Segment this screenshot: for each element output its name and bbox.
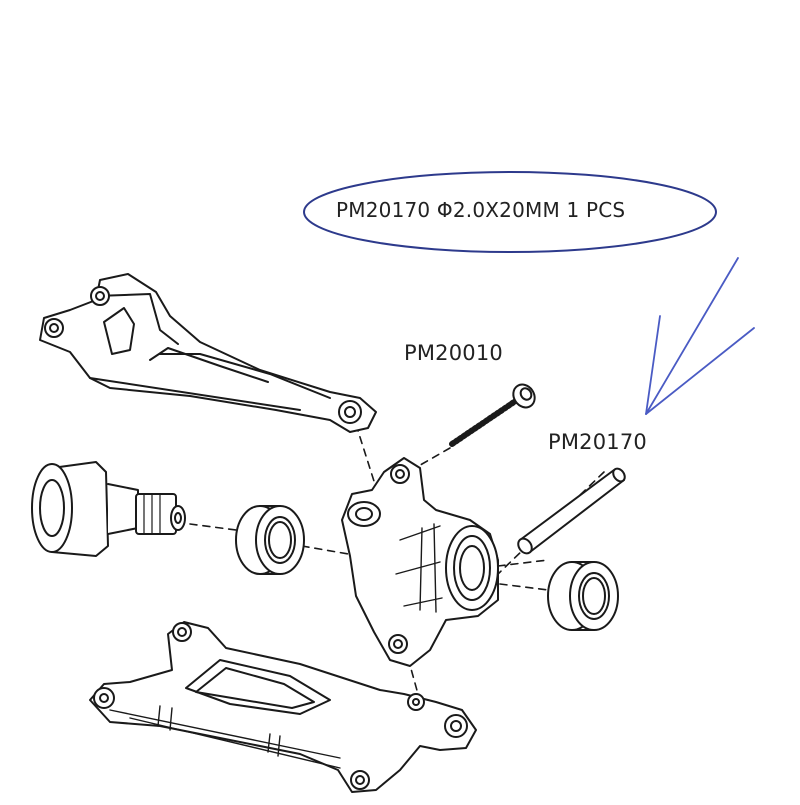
lower-suspension-arm (89, 621, 477, 793)
hinge-pin-label: PM20170 (548, 430, 647, 454)
spring-screw (449, 383, 536, 447)
callout-label: PM20170 Φ2.0X20MM 1 PCS (336, 198, 625, 222)
callout-ellipse (303, 171, 717, 253)
drive-axle (31, 461, 186, 557)
hub-carrier (341, 457, 499, 667)
callout-part-number: PM20170 (336, 198, 431, 222)
bearing-left (235, 505, 305, 575)
spring-screw-label: PM20010 (404, 341, 503, 365)
callout-spec: Φ2.0X20MM (436, 198, 560, 222)
bearing-right (547, 560, 619, 631)
annotation-arrow (645, 257, 755, 415)
upper-suspension-arm (39, 273, 377, 433)
callout-quantity: 1 PCS (566, 198, 626, 222)
hinge-pin (517, 467, 626, 555)
